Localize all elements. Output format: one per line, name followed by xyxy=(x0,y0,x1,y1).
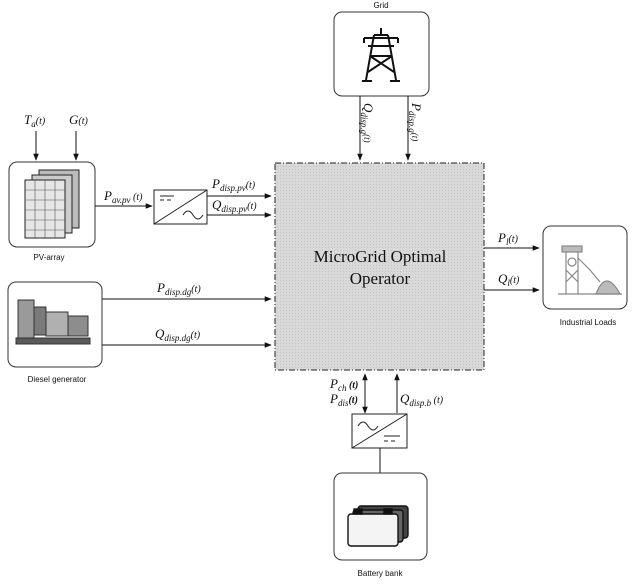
diesel-engine-icon xyxy=(15,299,91,345)
solar-panel-icon xyxy=(24,169,80,239)
label-p-disp-dg: Pdisp.dg(t) xyxy=(156,280,201,297)
label-q-l: Ql(t) xyxy=(498,271,520,288)
battery-inverter-icon xyxy=(351,413,408,449)
grid-label: Grid xyxy=(373,1,388,10)
label-p-disp-pv: Pdisp.pv(t) xyxy=(211,176,256,193)
industrial-loads-label: Industrial Loads xyxy=(560,318,616,327)
operator-title-line1: MicroGrid Optimal xyxy=(314,247,447,266)
pv-inverter-icon xyxy=(153,189,208,225)
operator-title-line2: Operator xyxy=(350,269,411,288)
transmission-tower-icon xyxy=(362,28,400,82)
label-q-disp-b: Qdisp.b (t) xyxy=(400,391,444,408)
label-p-ch: Pch (t) xyxy=(329,376,358,393)
factory-icon xyxy=(558,245,622,295)
battery-icon xyxy=(347,505,409,547)
label-p-av-pv: Pav.pv (t) xyxy=(103,188,143,205)
label-g: G(t) xyxy=(69,112,88,127)
diesel-generator-label: Diesel generator xyxy=(28,375,87,384)
label-q-disp-dg: Qdisp.dg(t) xyxy=(155,326,201,343)
label-q-disp-pv: Qdisp.pv(t) xyxy=(212,197,257,214)
industrial-loads-box xyxy=(542,225,628,310)
pv-array-label: PV-array xyxy=(33,253,64,262)
label-q-disp-g: Qdisp.g(t) xyxy=(359,103,376,143)
grid-box xyxy=(333,11,430,97)
operator-box xyxy=(274,162,485,371)
label-ta: Ta(t) xyxy=(24,112,46,129)
label-p-dis: Pdis(t) xyxy=(329,391,358,408)
label-p-disp-g: Pdisp.g(t) xyxy=(407,102,424,141)
label-p-l: Pl(t) xyxy=(497,230,519,247)
battery-bank-label: Battery bank xyxy=(358,569,404,578)
